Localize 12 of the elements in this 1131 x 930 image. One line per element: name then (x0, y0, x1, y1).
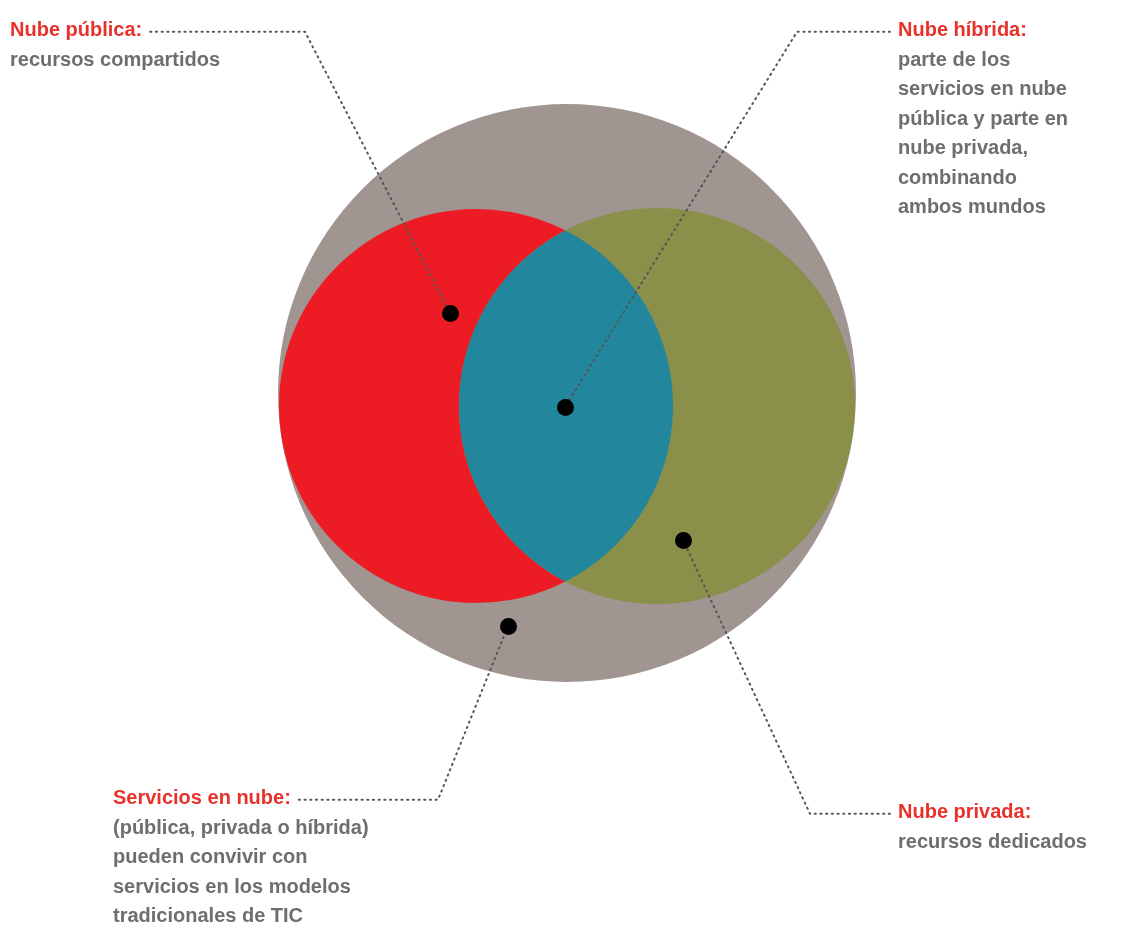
leader-line (568, 30, 891, 401)
callout-heading: Nube pública: (10, 17, 143, 42)
callout-heading: Nube híbrida: (898, 17, 1027, 42)
leader-line (685, 547, 891, 815)
callout-text: recursos dedicados (898, 828, 1088, 854)
callout-text: recursos compartidos (10, 46, 222, 72)
callout-text: parte de los servicios en nube pública y parte en nube privada, combinando ambos mundos (898, 46, 1070, 219)
callout-heading: Nube privada: (898, 799, 1032, 824)
callout-heading: Servicios en nube: (113, 785, 291, 810)
callout-text: (pública, privada o híbrida) pueden convivir con servicios en los modelos tradicionales de TIC (113, 814, 370, 928)
leader-line (297, 633, 506, 801)
leader-line (149, 30, 447, 306)
